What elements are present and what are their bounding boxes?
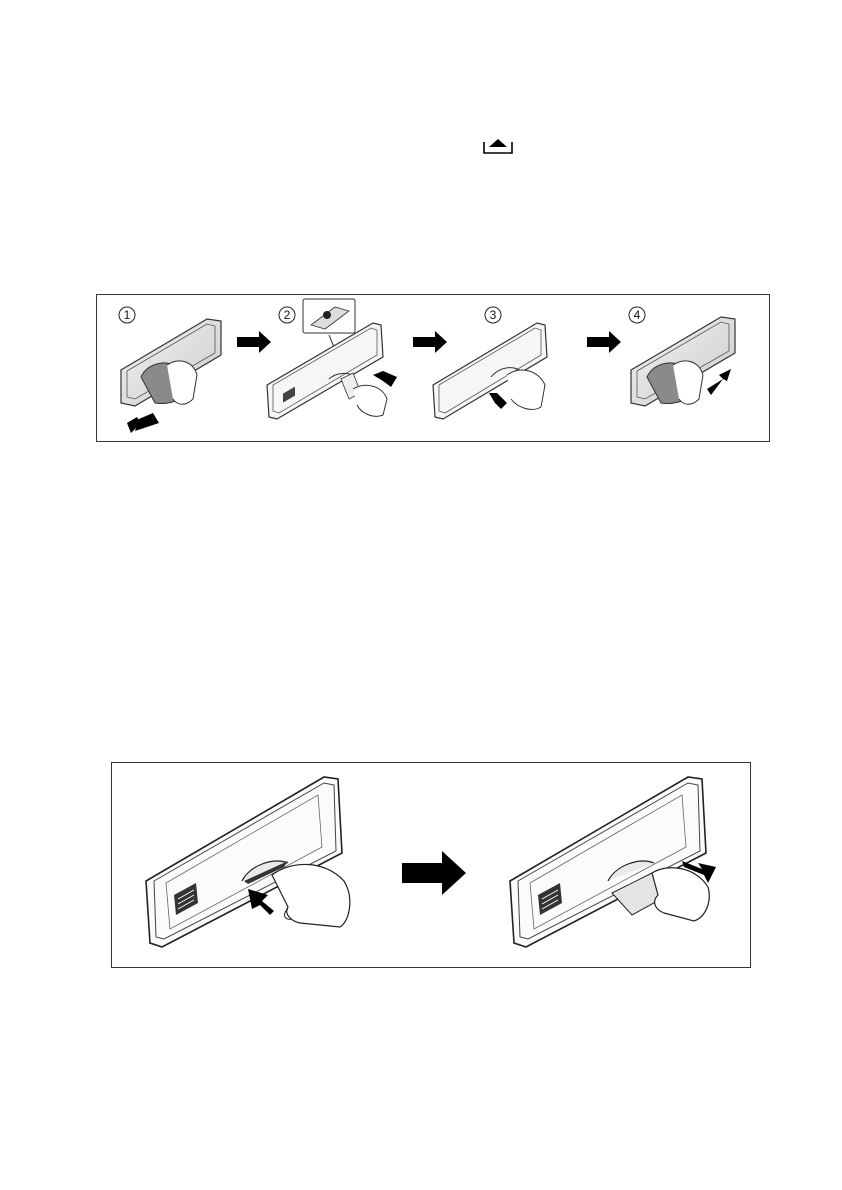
card-removal-drawing [112, 763, 752, 969]
panel-removal-steps-figure: 1 2 [96, 294, 770, 442]
step-1-number: 1 [124, 308, 131, 322]
arrow-up-left-icon [248, 889, 274, 915]
faceplate-illustration [631, 317, 735, 406]
arrow-up-left-icon [373, 371, 397, 387]
arrow-up-left-icon [489, 393, 507, 409]
arrow-right-icon [237, 331, 271, 353]
step-4: 4 [629, 307, 735, 406]
eject-icon [482, 137, 514, 155]
arrow-up-right-icon [707, 369, 731, 395]
step-1: 1 [119, 307, 221, 433]
step-3: 3 [433, 307, 547, 419]
faceplate-illustration [121, 319, 221, 406]
faceplate-illustration [146, 777, 350, 947]
step-2-number: 2 [284, 308, 291, 322]
faceplate-illustration [433, 323, 547, 419]
step-4-number: 4 [634, 308, 641, 322]
step-3-number: 3 [490, 308, 497, 322]
faceplate-illustration [267, 323, 387, 419]
card-removal-figure [111, 762, 751, 968]
arrow-right-icon [402, 851, 466, 895]
faceplate-illustration [510, 777, 709, 947]
panel-removal-steps-drawing: 1 2 [97, 295, 771, 443]
step-2: 2 [267, 299, 397, 419]
arrow-right-icon [413, 331, 447, 353]
arrow-right-icon [587, 331, 621, 353]
